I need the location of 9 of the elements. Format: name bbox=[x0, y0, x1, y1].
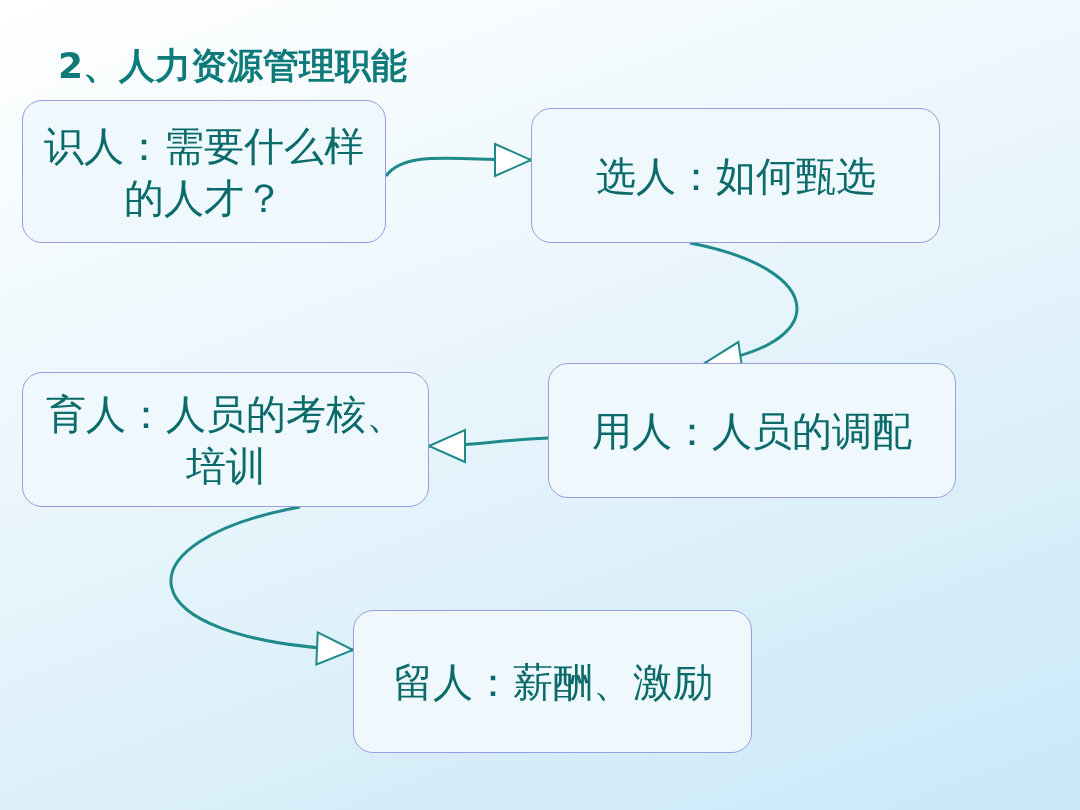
rounded-box: 识人：需要什么样的人才？ bbox=[22, 100, 386, 243]
rounded-box: 选人：如何甄选 bbox=[531, 108, 940, 243]
rounded-box: 留人：薪酬、激励 bbox=[353, 610, 752, 753]
rounded-box: 用人：人员的调配 bbox=[548, 363, 956, 498]
curved-arrow bbox=[384, 142, 532, 177]
curved-arrow bbox=[428, 428, 549, 463]
slide-title: 2、人力资源管理职能 bbox=[58, 44, 408, 88]
rounded-box: 育人：人员的考核、培训 bbox=[22, 372, 429, 507]
curved-arrow bbox=[170, 505, 354, 665]
